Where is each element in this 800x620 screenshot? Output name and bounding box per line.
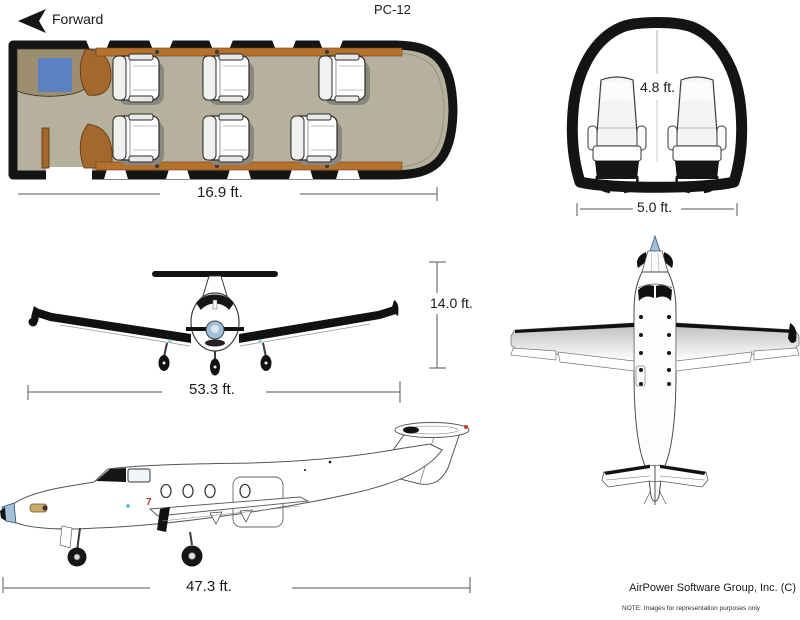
prop-blade-left bbox=[637, 252, 647, 268]
front-view bbox=[27, 261, 446, 403]
prop-blade-right bbox=[663, 252, 673, 268]
length-dimension-line bbox=[2, 577, 471, 593]
wingspan-label: 53.3 ft. bbox=[189, 381, 235, 398]
cabin-length-dimension-line bbox=[18, 187, 438, 201]
vertical-fin bbox=[202, 275, 228, 297]
note-text: NOTE: Images for representation purposes… bbox=[622, 605, 761, 612]
cabin-windows-side bbox=[160, 483, 251, 499]
spinner-top bbox=[649, 234, 661, 252]
aft-bulkhead-curve bbox=[401, 52, 445, 168]
aircraft-length-label: 47.3 ft. bbox=[186, 578, 232, 595]
wings-front bbox=[28, 300, 399, 347]
cabin-width-label: 5.0 ft. bbox=[637, 199, 673, 215]
windshield-side bbox=[96, 468, 126, 482]
horizontal-stabilizer bbox=[152, 271, 278, 277]
wingspan-dimension-line bbox=[27, 381, 401, 403]
wing-side bbox=[148, 496, 310, 532]
cabin-width-dimension-line bbox=[576, 203, 738, 216]
seat-3 bbox=[318, 53, 371, 106]
seat-1 bbox=[112, 53, 165, 106]
landing-gear-side bbox=[59, 525, 203, 567]
aircraft-height-label: 14.0 ft. bbox=[430, 295, 473, 311]
height-dimension-line bbox=[429, 261, 446, 369]
wings-top bbox=[510, 322, 800, 372]
seat-2 bbox=[202, 53, 255, 106]
copyright-text: AirPower Software Group, Inc. (C) bbox=[629, 582, 796, 594]
seat-5 bbox=[202, 113, 255, 166]
seat-4 bbox=[112, 113, 165, 166]
cabin-plan-view bbox=[8, 40, 458, 201]
forward-label: Forward bbox=[52, 11, 104, 27]
landing-gear-front bbox=[158, 339, 272, 376]
top-view bbox=[510, 234, 800, 505]
cabin-length-label: 16.9 ft. bbox=[197, 184, 243, 201]
cabin-cross-section-view bbox=[566, 17, 748, 216]
side-marking: 7 bbox=[146, 497, 152, 508]
wood-door-frame bbox=[41, 127, 50, 169]
cockpit-table-blue bbox=[38, 58, 72, 92]
cargo-door-top bbox=[635, 365, 646, 387]
cabin-windows-top bbox=[86, 40, 343, 50]
tailplane-top bbox=[601, 464, 709, 505]
side-view bbox=[0, 422, 471, 593]
forward-arrow-icon bbox=[18, 9, 46, 33]
fuselage-side bbox=[4, 443, 443, 530]
cockpit-glass-top bbox=[638, 285, 654, 301]
cabin-height-label: 4.8 ft. bbox=[640, 79, 676, 95]
cabin-door-opening bbox=[46, 167, 92, 182]
fuselage-top bbox=[633, 271, 677, 502]
page-title: PC-12 bbox=[374, 2, 411, 17]
wood-console-front-top bbox=[79, 48, 112, 96]
cabin-window-dots bbox=[639, 315, 671, 386]
seat-6 bbox=[290, 113, 343, 166]
propeller-spinner-front bbox=[186, 320, 244, 347]
